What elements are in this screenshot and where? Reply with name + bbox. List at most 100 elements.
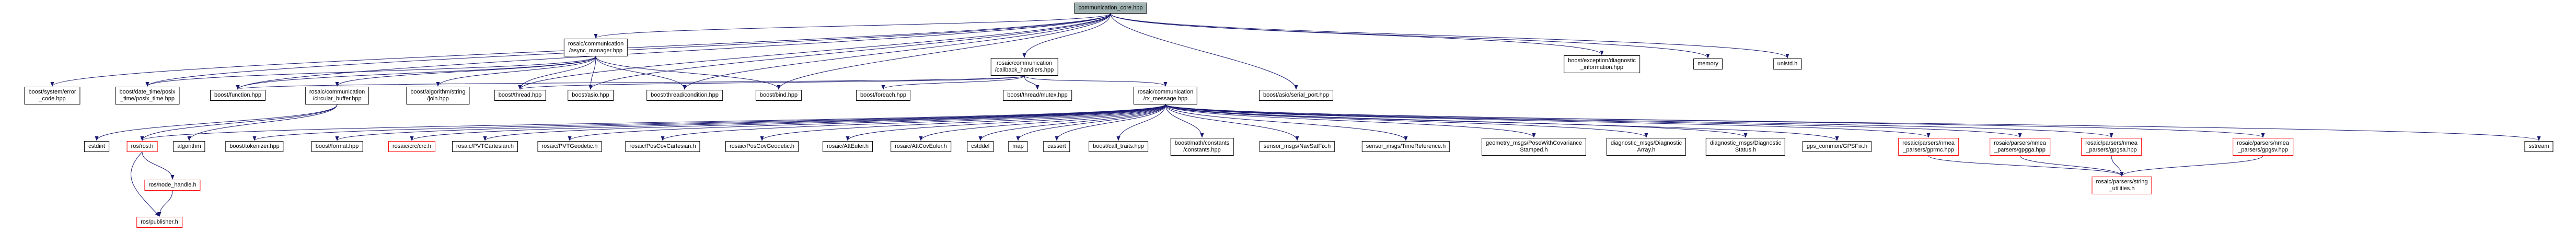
graph-edge-async-thread [518,56,596,90]
graph-edge-rxmsg-poscovcart [661,104,1166,141]
graph-node-calltraits[interactable]: boost/call_traits.hpp [1089,141,1148,152]
graph-edge-core-diaginfo [1110,13,1604,55]
graph-edge-core-condition [683,13,1111,90]
graph-node-errorcode[interactable]: boost/system/error_code.hpp [24,87,80,104]
graph-node-attcov[interactable]: rosaic/AttCovEuler.h [891,141,951,152]
graph-node-serialport[interactable]: boost/asio/serial_port.hpp [1259,90,1333,101]
graph-edge-rxmsg-poscovgeo [760,104,1166,141]
graph-node-gpgsv[interactable]: rosaic/parsers/nmea_parsers/gpgsv.hpp [2233,138,2293,156]
graph-node-cstdint[interactable]: cstdint [84,141,109,152]
graph-edge-rosros-publisher [131,151,160,217]
graph-edge-circbuf-rosros [140,104,338,141]
graph-node-posixtime[interactable]: boost/date_time/posix_time/posix_time.hp… [115,87,180,104]
graph-edge-gpgga-strutil [2019,155,2124,177]
graph-edge-callback-thread [518,75,1025,90]
graph-edge-rxmsg-gprmc [1165,104,1931,138]
graph-node-mutex[interactable]: boost/thread/mutex.hpp [1003,90,1072,101]
graph-node-join[interactable]: boost/algorithm/string/join.hpp [406,87,470,104]
graph-node-condition[interactable]: boost/thread/condition.hpp [646,90,723,101]
graph-edge-rxmsg-cstddef [978,104,1166,141]
graph-edge-async-condition [595,56,687,90]
graph-node-thread[interactable]: boost/thread.hpp [494,90,546,101]
graph-node-pvtgeo[interactable]: rosaic/PVTGeodetic.h [537,141,602,152]
graph-edge-rxmsg-sstream [1165,104,2540,141]
graph-node-mathconst[interactable]: boost/math/constants/constants.hpp [1170,138,1234,156]
graph-edge-rxmsg-tokenizer [252,104,1166,141]
graph-edge-rxmsg-cassert [1055,104,1166,141]
graph-edge-rxmsg-calltraits [1116,104,1166,141]
graph-node-format[interactable]: boost/format.hpp [311,141,363,152]
graph-node-publisher[interactable]: ros/publisher.h [136,217,182,228]
graph-node-sstream[interactable]: sstream [2524,141,2554,152]
graph-node-nodehandle[interactable]: ros/node_handle.h [144,180,201,191]
graph-node-asio[interactable]: boost/asio.hpp [568,90,614,101]
graph-edge-rxmsg-gpgsv [1165,104,2265,138]
graph-node-circbuf[interactable]: rosaic/communication/circular_buffer.hpp [305,87,369,104]
graph-node-strutil[interactable]: rosaic/parsers/string_utilities.h [2092,177,2152,194]
graph-edge-rosros-nodehandle [142,151,175,180]
graph-edge-core-callback [1022,13,1111,58]
graph-node-core[interactable]: communication_core.hpp [1074,3,1147,14]
graph-node-rxmsg[interactable]: rosaic/communication/rx_message.hpp [1133,87,1198,104]
graph-node-unistd[interactable]: unistd.h [1773,59,1802,69]
graph-edge-core-async [594,13,1111,39]
graph-node-cassert[interactable]: cassert [1043,141,1070,152]
graph-edge-rxmsg-posecov [1165,104,1536,138]
graph-edge-rxmsg-pvtgeo [568,104,1166,141]
graph-node-pvtcart[interactable]: rosaic/PVTCartesian.h [452,141,518,152]
graph-edge-core-thread [518,13,1111,90]
graph-edge-rxmsg-crc [410,104,1166,141]
graph-node-cstddef[interactable]: cstddef [967,141,994,152]
graph-edge-rxmsg-atteuler [846,104,1166,141]
graph-node-memory[interactable]: memory [1693,59,1723,69]
graph-node-async[interactable]: rosaic/communication/async_manager.hpp [563,39,628,56]
graph-node-diaginfo[interactable]: boost/exception/diagnostic_information.h… [1564,55,1640,73]
graph-edge-gpgsv-strutil [2120,155,2263,177]
graph-node-tokenizer[interactable]: boost/tokenizer.hpp [225,141,284,152]
graph-edge-gpgsa-strutil [2111,155,2124,177]
graph-node-atteuler[interactable]: rosaic/AttEuler.h [822,141,873,152]
graph-edge-core-serialport [1110,13,1298,90]
graph-edge-async-circbuf [335,56,596,87]
graph-edge-callback-mutex [1024,75,1039,90]
graph-node-bind[interactable]: boost/bind.hpp [755,90,802,101]
graph-node-poscovgeo[interactable]: rosaic/PosCovGeodetic.h [725,141,799,152]
graph-edge-core-function [236,13,1111,90]
graph-node-gpgsa[interactable]: rosaic/parsers/nmea_parsers/gpgsa.hpp [2081,138,2142,156]
graph-edge-rxmsg-pvtcart [483,104,1166,141]
graph-node-gpsfix[interactable]: gps_common/GPSFix.h [1802,141,1872,152]
graph-node-timeref[interactable]: sensor_msgs/TimeReference.h [1361,141,1450,152]
graph-edge-circbuf-algorithm [187,104,338,141]
graph-edge-circbuf-cstdint [95,104,338,141]
graph-node-foreach[interactable]: boost/foreach.hpp [856,90,911,101]
graph-node-callback[interactable]: rosaic/communication/callback_handlers.h… [990,58,1058,76]
graph-edge-rxmsg-diagstatus [1165,104,1748,138]
graph-edge-rxmsg-diagarray [1165,104,1648,138]
graph-node-poscovcart[interactable]: rosaic/PosCovCartesian.h [625,141,700,152]
graph-edge-callback-foreach [881,75,1025,90]
graph-node-algorithm[interactable]: algorithm [173,141,205,152]
graph-node-map[interactable]: map [1008,141,1028,152]
graph-edge-rxmsg-format [335,104,1166,141]
graph-node-gprmc[interactable]: rosaic/parsers/nmea_parsers/gprmc.hpp [1898,138,1959,156]
graph-edge-rxmsg-gpgga [1165,104,2022,138]
graph-edge-rxmsg-map [1016,104,1166,141]
graph-edge-rxmsg-gpsfix [1165,104,1839,141]
graph-edge-rxmsg-gpgsa [1165,104,2113,138]
graph-node-gpgga[interactable]: rosaic/parsers/nmea_parsers/gpgga.hpp [1990,138,2050,156]
graph-edge-async-posixtime [145,56,596,87]
graph-edge-callback-rxmsg [1024,75,1168,87]
graph-edge-rxmsg-mathconst [1165,104,1204,138]
graph-node-crc[interactable]: rosaic/crc/crc.h [388,141,435,152]
graph-node-function[interactable]: boost/function.hpp [210,90,265,101]
graph-edge-core-posixtime [145,13,1111,87]
graph-node-navsatfix[interactable]: sensor_msgs/NavSatFix.h [1259,141,1335,152]
graph-edge-rxmsg-timeref [1165,104,1408,141]
graph-edge-rxmsg-rosros [140,104,1166,141]
graph-edge-rxmsg-attcov [919,104,1166,141]
graph-node-rosros[interactable]: ros/ros.h [126,141,158,152]
